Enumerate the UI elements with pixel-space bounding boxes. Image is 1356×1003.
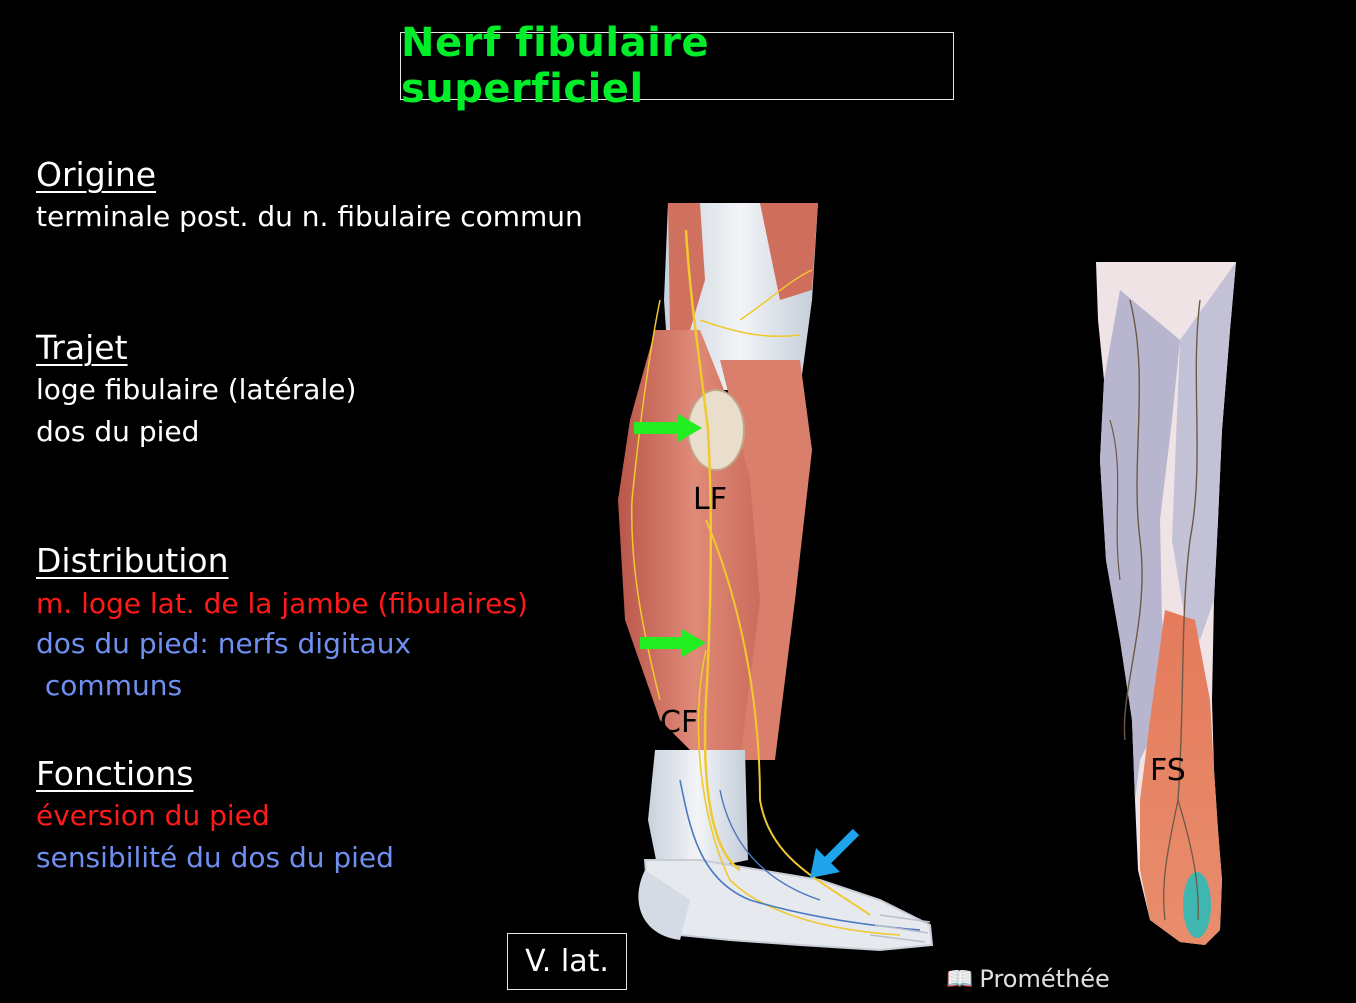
distribution-line-2: dos du pied: nerfs digitaux [36,627,412,660]
distribution-line-3: communs [36,669,183,702]
fonctions-line-1: éversion du pied [36,799,270,832]
heading-distribution: Distribution [36,541,229,580]
label-lf: LF [693,482,727,517]
trajet-line-1: loge fibulaire (latérale) [36,373,357,406]
credit-text: Prométhée [979,965,1110,993]
view-label: V. lat. [507,933,627,990]
book-icon: 📖 [946,966,974,992]
label-cf: CF [660,705,698,740]
heading-fonctions: Fonctions [36,754,194,793]
distribution-line-1: m. loge lat. de la jambe (fibulaires) [36,587,528,620]
green-arrow-upper-icon [634,414,702,442]
fonctions-line-2: sensibilité du dos du pied [36,841,394,874]
trajet-line-2: dos du pied [36,415,200,448]
blue-arrow-icon [810,828,860,878]
lateral-leg-illustration [618,203,934,952]
heading-trajet: Trajet [36,328,128,367]
dermatome-leg-illustration [1096,262,1236,945]
heading-origine: Origine [36,155,157,194]
origine-line-1: terminale post. du n. fibulaire commun [36,200,583,233]
image-credit: 📖 Prométhée [946,965,1110,993]
green-arrow-lower-icon [640,629,706,657]
label-fs: FS [1150,753,1186,788]
